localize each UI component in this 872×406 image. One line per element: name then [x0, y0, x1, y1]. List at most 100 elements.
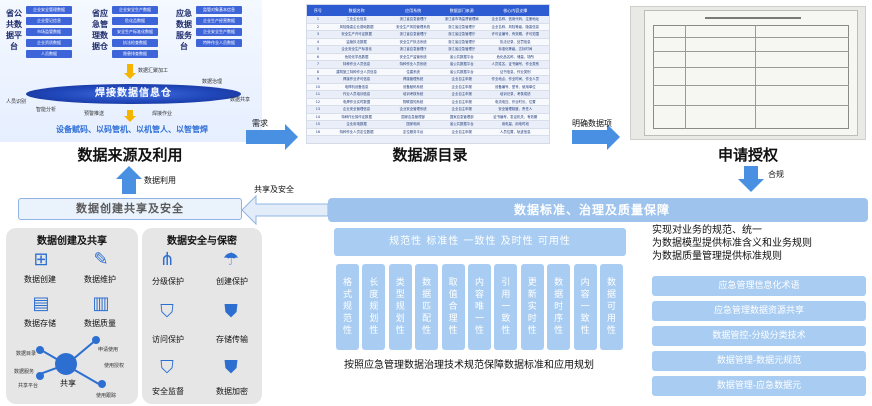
table-cell: 许可证编号、有效期、许可范围 [491, 32, 540, 36]
table-cell: 11 [315, 92, 321, 96]
right-arrow-icon [572, 124, 620, 150]
platform-item-list: 企业安全生产数据 危化品数据 安全生产标准化数据 执法检查数据 隐患排查数据 [112, 6, 158, 58]
standard-item: 数据管理-数据元规范 [652, 351, 866, 371]
table-cell: 企业名称、信用代码、注册地址 [491, 17, 540, 21]
grade-protect-icon: ⋔ [159, 249, 175, 270]
table-cell: 培训考核系统 [402, 92, 424, 96]
table-cell: 12 [315, 99, 321, 104]
quality-dimensions: 规范性 标准性 一致性 及时性 可用性 [334, 228, 626, 256]
shield-check-icon: ⛊ [224, 357, 238, 378]
shield-check-icon: ⛉ [160, 357, 174, 378]
table-cell: 浙江省应急管理厅 [448, 32, 476, 36]
small-label: 数据共享 [230, 97, 251, 103]
node-icon [92, 336, 100, 344]
security-title: 数据安全与保密 [167, 236, 237, 247]
create-share-bar: 数据创建共享及安全 [18, 198, 242, 220]
create-icon: ⊞ [33, 249, 49, 270]
platform-item: 执法检查数据 [112, 39, 158, 47]
table-cell: 浙江省市场监督管理局 [444, 17, 479, 21]
table-cell: 安全生产许可证数据 [341, 32, 372, 36]
platform-item: 企业安全管理数据 [26, 6, 72, 14]
left-arrow-icon [242, 194, 329, 226]
table-cell: 企业自主申报 [451, 84, 472, 89]
table-cell: 安全管理制度、责任人 [498, 107, 533, 111]
table-cell: 6 [316, 54, 319, 59]
quality-rule-box: 数据可用性 [600, 264, 623, 350]
auth-document-sheet [644, 10, 858, 136]
table-cell: 危险化学品数据 [344, 54, 369, 59]
arrow-label-comply: 合规 [768, 170, 784, 179]
quality-rule-box: 取值合理性 [441, 264, 465, 350]
table-cell: 作业地点、作业时间、作业人员 [491, 77, 540, 81]
standards-line: 为数据模型提供标准含义和业务规则 [652, 238, 812, 249]
standards-line: 为数据质量管理提供标准规则 [652, 251, 782, 262]
table-cell: 用电量、用电时段 [501, 122, 529, 126]
umbrella-icon: ☂ [222, 249, 240, 270]
table-cell: 特种作业人员定位数据 [339, 129, 374, 134]
platform-item: 企业安全生产数据 [112, 6, 158, 14]
standard-item: 应急管理数据资源共享 [652, 301, 866, 321]
platform-label: 省应急管理数据仓 [92, 9, 108, 51]
table-cell: 执法记录、处罚信息 [500, 39, 531, 44]
table-cell: 特种作业操作证数据 [341, 114, 372, 119]
standard-item: 数据管理-应急数据元 [652, 376, 866, 396]
hub-tag: 使用授权 [104, 363, 125, 369]
table-cell: 物联感知系统 [402, 99, 424, 104]
standards-line: 实现对业务的规范、统一 [652, 225, 762, 236]
platform-item-list: 监管对象基本信息 企业生产经营数据 企业安全生产数据 特种作业人员数据 [196, 6, 242, 47]
platform-label: 省公共数据平台 [6, 9, 22, 51]
table-cell: 危化品名称、储量、场所 [496, 54, 534, 59]
platform-item-list: 企业安全管理数据 企业登记信息 市场监管数据 企业资质数据 人员数据 [26, 6, 72, 58]
table-cell: 7 [316, 62, 319, 66]
share-hub-icon [55, 353, 77, 375]
table-cell: 4 [316, 39, 319, 44]
table-cell: 8 [316, 69, 319, 74]
table-cell: 5 [316, 47, 319, 51]
governance-note: 按照应急管理数据治理技术规范保障数据标准和应用规划 [344, 360, 594, 371]
table-header: 序号 数据名称 应用系统 数据部门来源 核心内容支撑 [307, 5, 549, 16]
hub-tag: 数据目录 [16, 351, 37, 357]
table-cell: 浙江省应急管理厅 [399, 47, 427, 51]
small-label: 数据治理 [202, 79, 223, 85]
table-cell: 15 [315, 122, 321, 126]
table-cell: 工业企业信息 [346, 17, 367, 21]
up-arrow-icon [116, 166, 142, 194]
table-cell: 证书编号、发证机关、有效期 [493, 114, 538, 119]
hub-tag: 共享平台 [18, 383, 39, 389]
table-cell: 省公共数据平台 [449, 54, 474, 59]
maintain-label: 数据维护 [84, 275, 116, 284]
small-label: 预警推送 [84, 111, 105, 117]
hub-tag: 数据服务 [14, 369, 35, 375]
table-cell: 企业自主申报 [451, 99, 472, 104]
arrow-label-clarify: 明确数据项 [572, 119, 612, 128]
table-cell: 电流电压、作业时长、位置 [494, 99, 536, 104]
table-cell: 浙江省应急管理厅 [399, 17, 427, 21]
table-cell: 证书信息、作业类别 [500, 69, 531, 74]
node-icon [36, 346, 44, 354]
down-arrow-icon [124, 64, 136, 79]
table-cell: 安全生产执法系统 [399, 39, 427, 44]
table-cell: 浙江省应急管理厅 [448, 24, 476, 29]
table-cell: 浙江省应急管理厅 [448, 47, 476, 51]
table-cell: 人员位置、轨迹信息 [500, 129, 531, 134]
storage-transfer-label: 存储传输 [216, 335, 248, 344]
quality-rule-box: 类型规划性 [388, 264, 412, 350]
table-cell: 定位服务平台 [402, 129, 424, 134]
security-supervise-label: 安全监督 [152, 387, 184, 396]
data-source-title: 数据来源及利用 [77, 146, 183, 164]
table-cell: 企业自主申报 [451, 107, 472, 111]
table-cell: 住建系统 [406, 69, 420, 74]
share-hub-label: 共享 [60, 379, 76, 388]
create-protect-label: 创建保护 [216, 277, 248, 286]
quality-icon: ▥ [92, 293, 110, 314]
quality-rule-box: 内容一致性 [573, 264, 597, 350]
shield-icon: ⛉ [160, 301, 174, 322]
table-cell: 人员姓名、证书编号、作业类别 [491, 62, 540, 66]
